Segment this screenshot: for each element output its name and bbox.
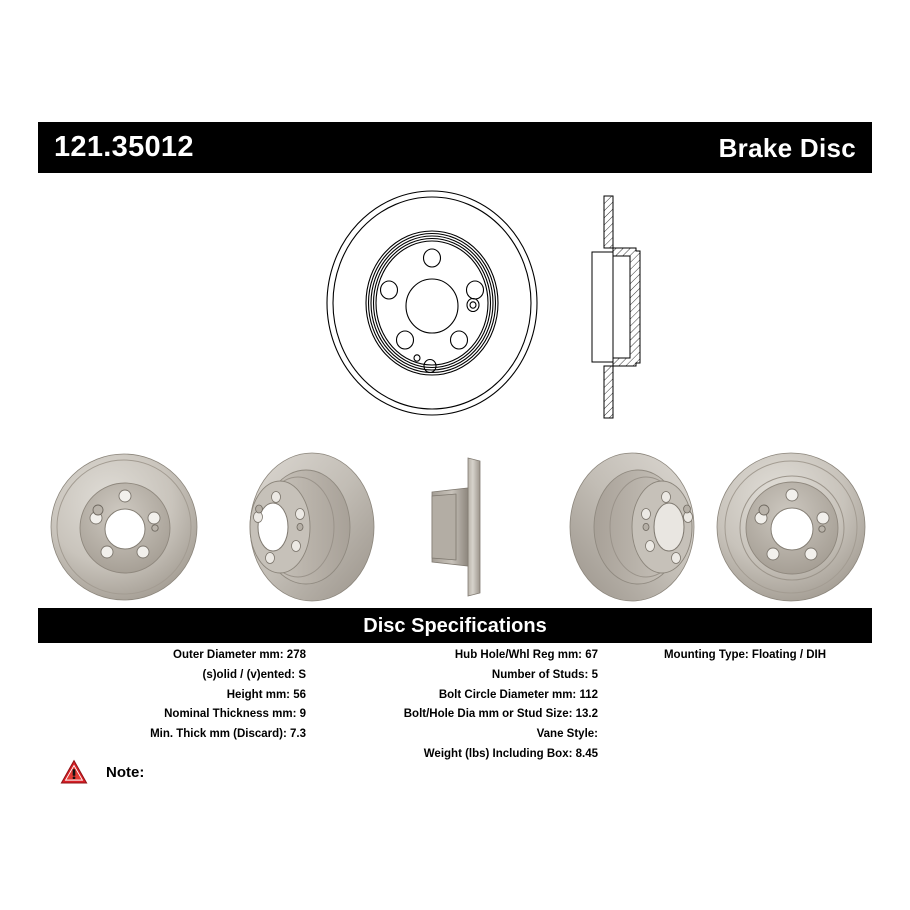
- spec-label: Bolt/Hole Dia mm or Stud Size:: [403, 708, 573, 721]
- disc-specifications-title: Disc Specifications: [363, 614, 547, 637]
- disc-specifications-bar: Disc Specifications: [38, 608, 872, 643]
- spec-label: Number of Studs:: [491, 668, 589, 681]
- header-bar: 121.35012 Brake Disc: [38, 122, 872, 173]
- spec-row: (s)olid / (v)ented: S: [38, 666, 306, 686]
- rotor-photo-perspective-right: [554, 448, 730, 606]
- spec-row: Mounting Type: Floating / DIH: [618, 646, 872, 666]
- spec-label: (s)olid / (v)ented:: [202, 668, 296, 681]
- spec-label: Bolt Circle Diameter mm:: [438, 688, 577, 701]
- spec-row: Min. Thick mm (Discard): 7.3: [38, 725, 306, 745]
- spec-column-left: Outer Diameter mm: 278(s)olid / (v)ented…: [38, 646, 306, 745]
- product-type-title: Brake Disc: [718, 132, 856, 163]
- spec-label: Mounting Type:: [663, 649, 749, 661]
- rotor-face-line-drawing: [326, 190, 538, 416]
- rotor-cross-section-line-drawing: [591, 195, 641, 419]
- spec-value: 8.45: [572, 747, 598, 760]
- warning-triangle-icon: [60, 759, 88, 784]
- rotor-photo-edge-profile: [410, 448, 538, 606]
- spec-row: Number of Studs: 5: [310, 666, 598, 686]
- spec-column-right: Mounting Type: Floating / DIH: [618, 646, 872, 666]
- spec-value: 5: [588, 668, 598, 681]
- spec-label: Outer Diameter mm:: [173, 649, 284, 661]
- rotor-photo-angled-hub-face: [38, 448, 210, 606]
- spec-row: Weight (lbs) Including Box: 8.45: [310, 745, 598, 765]
- spec-label: Hub Hole/Whl Reg mm:: [454, 649, 582, 661]
- spec-value: Floating / DIH: [748, 649, 827, 661]
- disc-specifications-table: Outer Diameter mm: 278(s)olid / (v)ented…: [38, 646, 872, 760]
- spec-value: 7.3: [286, 728, 306, 741]
- spec-value: 13.2: [572, 708, 598, 721]
- technical-drawing-area: [38, 180, 872, 600]
- note-label: Note:: [106, 763, 145, 781]
- spec-row: Vane Style:: [310, 725, 598, 745]
- note-row: Note:: [38, 752, 872, 792]
- spec-value: 67: [582, 649, 598, 661]
- spec-value: S: [295, 668, 306, 681]
- spec-label: Nominal Thickness mm:: [164, 708, 297, 721]
- rotor-photo-perspective-left: [218, 448, 394, 606]
- spec-value: 278: [283, 649, 306, 661]
- spec-value: 9: [296, 708, 306, 721]
- spec-row: Hub Hole/Whl Reg mm: 67: [310, 646, 598, 666]
- spec-label: Height mm:: [226, 688, 290, 701]
- spec-row: Height mm: 56: [38, 686, 306, 706]
- spec-label: Min. Thick mm (Discard):: [150, 728, 287, 741]
- spec-row: Outer Diameter mm: 278: [38, 646, 306, 666]
- spec-row: Bolt/Hole Dia mm or Stud Size: 13.2: [310, 705, 598, 725]
- spec-value: 56: [290, 688, 306, 701]
- product-photo-strip: [38, 448, 872, 606]
- spec-label: Weight (lbs) Including Box:: [423, 747, 573, 760]
- spec-row: Nominal Thickness mm: 9: [38, 705, 306, 725]
- spec-value: 112: [576, 688, 598, 701]
- spec-label: Vane Style:: [536, 728, 598, 741]
- part-number: 121.35012: [54, 131, 194, 163]
- spec-row: Bolt Circle Diameter mm: 112: [310, 686, 598, 706]
- rotor-photo-front-hub-face: [710, 448, 872, 606]
